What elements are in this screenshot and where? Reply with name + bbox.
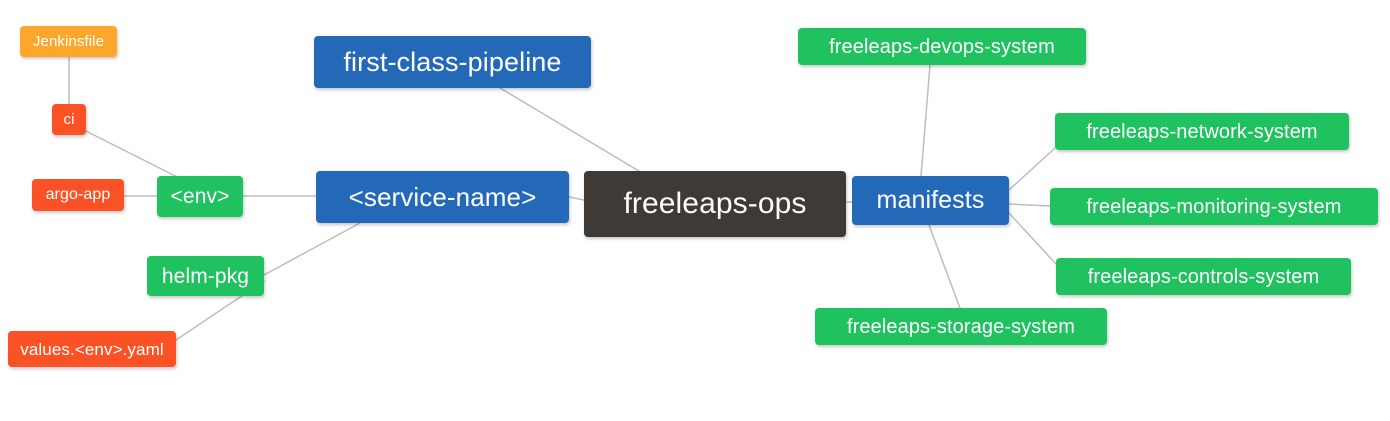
- node-label-freeleaps-monitoring-system: freeleaps-monitoring-system: [1086, 195, 1342, 218]
- node-label-service-name: <service-name>: [348, 182, 537, 212]
- edge-manifests-to-freeleaps-storage-system: [928, 224, 961, 309]
- node-label-first-class-pipeline: first-class-pipeline: [343, 46, 562, 77]
- node-argo-app[interactable]: argo-app: [32, 179, 124, 211]
- node-ci[interactable]: ci: [52, 104, 86, 135]
- node-values-yaml[interactable]: values.<env>.yaml: [8, 331, 176, 367]
- node-freeleaps-controls-system[interactable]: freeleaps-controls-system: [1056, 258, 1351, 295]
- edge-service-name-to-freeleaps-ops: [568, 196, 585, 201]
- edge-manifests-to-freeleaps-monitoring-system: [1008, 203, 1051, 207]
- node-first-class-pipeline[interactable]: first-class-pipeline: [314, 36, 591, 88]
- node-label-freeleaps-devops-system: freeleaps-devops-system: [829, 35, 1055, 58]
- node-label-env: <env>: [170, 185, 230, 208]
- node-label-freeleaps-storage-system: freeleaps-storage-system: [846, 315, 1076, 338]
- edge-first-class-pipeline-to-freeleaps-ops: [499, 87, 640, 172]
- node-label-jenkinsfile: Jenkinsfile: [32, 33, 105, 50]
- node-helm-pkg[interactable]: helm-pkg: [147, 256, 264, 296]
- edge-service-name-to-helm-pkg: [263, 222, 361, 276]
- edge-manifests-to-freeleaps-controls-system: [1008, 212, 1057, 265]
- node-freeleaps-devops-system[interactable]: freeleaps-devops-system: [798, 28, 1086, 65]
- node-service-name[interactable]: <service-name>: [316, 171, 569, 223]
- edge-manifests-to-freeleaps-devops-system: [920, 64, 931, 177]
- node-freeleaps-monitoring-system[interactable]: freeleaps-monitoring-system: [1050, 188, 1378, 225]
- node-freeleaps-storage-system[interactable]: freeleaps-storage-system: [815, 308, 1107, 345]
- node-jenkinsfile[interactable]: Jenkinsfile: [20, 26, 117, 57]
- node-manifests[interactable]: manifests: [852, 176, 1009, 225]
- node-label-freeleaps-ops: freeleaps-ops: [623, 187, 807, 220]
- node-label-argo-app: argo-app: [45, 186, 111, 203]
- node-label-helm-pkg: helm-pkg: [161, 264, 250, 288]
- node-label-values-yaml: values.<env>.yaml: [20, 339, 164, 359]
- node-freeleaps-ops[interactable]: freeleaps-ops: [584, 171, 846, 237]
- node-freeleaps-network-system[interactable]: freeleaps-network-system: [1055, 113, 1349, 150]
- node-label-freeleaps-network-system: freeleaps-network-system: [1086, 120, 1318, 143]
- edge-manifests-to-freeleaps-network-system: [1008, 147, 1056, 191]
- node-env[interactable]: <env>: [157, 176, 243, 217]
- node-label-manifests: manifests: [876, 186, 985, 214]
- node-label-ci: ci: [63, 111, 75, 128]
- node-label-freeleaps-controls-system: freeleaps-controls-system: [1087, 265, 1320, 288]
